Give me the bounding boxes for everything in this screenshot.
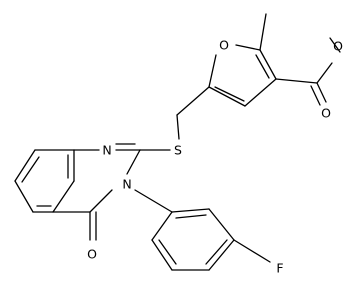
bond-c8-c7 bbox=[14, 149, 36, 182]
bond-ester-methyl bbox=[329, 37, 341, 53]
bond-furan-c3-c2-inner bbox=[255, 54, 270, 79]
bond-aryl-5 bbox=[151, 239, 173, 271]
atom-label-o-furan: O bbox=[219, 38, 229, 53]
bond-aryl-3-inner bbox=[205, 239, 228, 265]
bond-c8-c7-inner bbox=[21, 156, 40, 183]
bond-c7-c6 bbox=[14, 180, 34, 213]
bond-aryl-3 bbox=[208, 239, 235, 271]
bond-aryl-2 bbox=[208, 208, 235, 241]
bond-carbonyl-2 bbox=[310, 85, 321, 106]
bond-aryl-6 bbox=[151, 211, 173, 241]
bond-c2-n3 bbox=[126, 149, 141, 175]
atom-label-layer: O O O S N N O F bbox=[87, 38, 343, 276]
bond-c5-ch2 bbox=[176, 86, 210, 116]
atom-label-o-carbonyl-ester: O bbox=[321, 106, 331, 121]
atom-label-o-ester: O bbox=[333, 39, 343, 54]
bond-n3-aryl bbox=[134, 189, 173, 213]
bond-c5-c4a bbox=[52, 180, 75, 213]
bond-aryl-1-inner bbox=[175, 214, 207, 219]
atom-label-s: S bbox=[174, 143, 182, 158]
atom-label-f: F bbox=[276, 261, 283, 276]
bond-furan-c5-c4 bbox=[208, 86, 246, 107]
bond-aryl-1 bbox=[171, 208, 210, 213]
atom-label-o-quinazolinone: O bbox=[87, 247, 97, 262]
bond-ester-o-c bbox=[316, 62, 333, 84]
bond-furan-c2-o bbox=[235, 44, 261, 51]
bond-furan-c3-c2 bbox=[259, 49, 277, 80]
bond-furan-c5-c4-inner bbox=[214, 86, 245, 102]
bond-furan-c4-c3 bbox=[244, 78, 277, 107]
atom-label-n3: N bbox=[122, 177, 131, 192]
atom-label-n1: N bbox=[102, 143, 111, 158]
bond-ch2-s bbox=[176, 114, 180, 140]
bond-ester-to-ring bbox=[275, 78, 318, 84]
bond-furan-methyl bbox=[259, 13, 267, 51]
bond-layer bbox=[14, 13, 341, 271]
bond-n3-c4 bbox=[89, 189, 113, 213]
bond-carbonyl-1 bbox=[316, 82, 327, 103]
bond-aryl-5-inner bbox=[158, 239, 177, 265]
bond-furan-o-c5 bbox=[208, 54, 217, 88]
bond-aryl-f bbox=[233, 239, 271, 263]
